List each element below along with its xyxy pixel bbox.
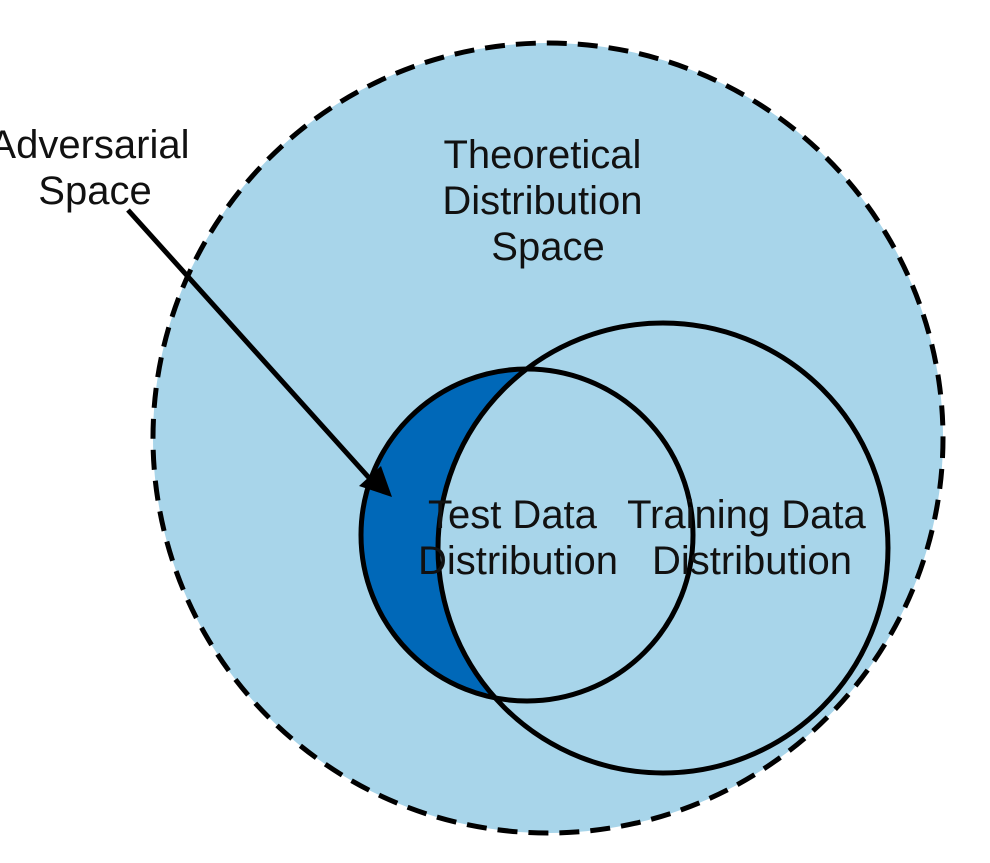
- test-data-circle-outline: [358, 366, 696, 704]
- training-data-distribution-label: Training Data Distribution: [627, 493, 877, 583]
- test-data-distribution-label: Test Data Distribution: [418, 493, 618, 583]
- adversarial-arrow: [126, 208, 384, 494]
- theoretical-distribution-label: Theoretical Distribution Space: [442, 133, 653, 269]
- training-data-circle-outline: [435, 320, 891, 776]
- adversarial-arrowhead-icon: [359, 466, 392, 497]
- training-data-circle-fill: [438, 323, 888, 773]
- adversarial-space-label: Adversarial Space: [0, 123, 201, 213]
